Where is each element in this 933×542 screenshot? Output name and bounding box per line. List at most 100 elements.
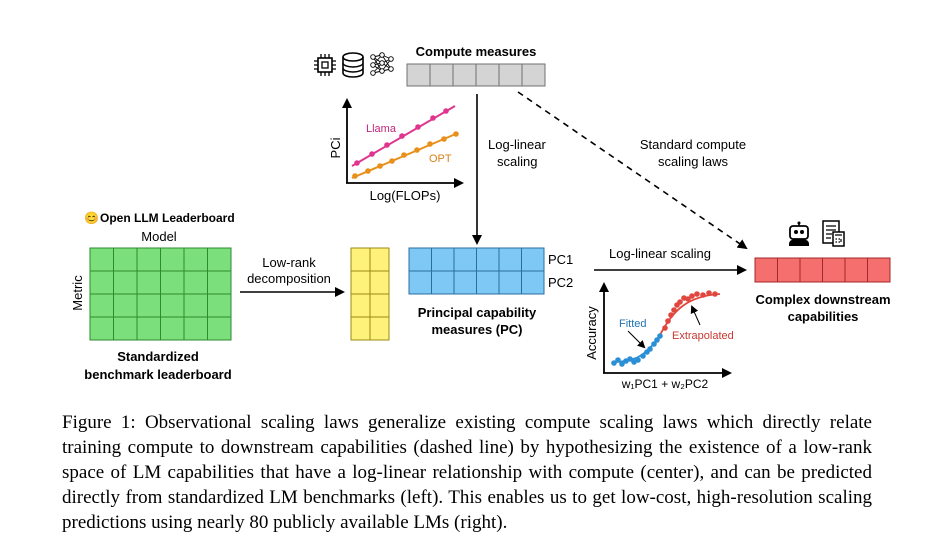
model-label: Model bbox=[141, 229, 177, 244]
leaderboard-emoji: 😊 bbox=[84, 211, 99, 225]
opt-point bbox=[365, 168, 371, 174]
downstream-cell bbox=[777, 257, 801, 283]
leaderboard-cell bbox=[207, 293, 232, 318]
log-linear-scaling-horizontal: Log-linear scaling bbox=[609, 246, 711, 261]
fitted-points bbox=[611, 333, 663, 367]
pci-plot-xlabel: Log(FLOPs) bbox=[370, 188, 441, 203]
leaderboard-cell bbox=[113, 293, 138, 318]
opt-point bbox=[441, 136, 447, 142]
llama-point bbox=[354, 160, 360, 166]
extrapolated-point bbox=[700, 292, 706, 298]
leaderboard-cell bbox=[89, 270, 114, 295]
fitted-point bbox=[619, 361, 625, 367]
opt-point bbox=[352, 173, 358, 179]
yellow-cell bbox=[350, 270, 371, 295]
extrapolated-point bbox=[665, 318, 671, 324]
figure-diagram: Compute measures PCi Log(FLOPs) Llama OP… bbox=[70, 44, 891, 391]
fitted-point bbox=[627, 356, 633, 362]
accuracy-plot-xlabel: w₁PC1 + w₂PC2 bbox=[621, 377, 709, 391]
llama-point bbox=[415, 124, 421, 130]
llama-point bbox=[430, 115, 436, 121]
opt-point bbox=[377, 163, 383, 169]
pc-cell bbox=[408, 247, 432, 272]
extrapolated-point bbox=[706, 290, 712, 296]
leaderboard-cell bbox=[207, 247, 232, 272]
leaderboard-cell bbox=[160, 270, 185, 295]
log-linear-scaling-label-2: scaling bbox=[497, 154, 537, 169]
leaderboard-cell bbox=[136, 293, 161, 318]
extrapolated-point bbox=[668, 312, 674, 318]
llama-points bbox=[354, 108, 449, 166]
fitted-point bbox=[657, 333, 663, 339]
extrapolated-point bbox=[662, 325, 668, 331]
pc-cell bbox=[521, 270, 545, 295]
downstream-caption-1: Complex downstream bbox=[755, 292, 890, 307]
pc2-label: PC2 bbox=[548, 275, 573, 290]
pc-cell bbox=[408, 270, 432, 295]
downstream-cell bbox=[844, 257, 868, 283]
database-icon bbox=[342, 52, 364, 78]
leaderboard-caption-2: benchmark leaderboard bbox=[84, 367, 231, 382]
pc-matrix bbox=[408, 247, 545, 295]
opt-point bbox=[453, 131, 459, 137]
extrapolated-point bbox=[685, 296, 691, 302]
accuracy-plot-ylabel: Accuracy bbox=[584, 306, 599, 360]
leaderboard-matrix bbox=[89, 247, 232, 341]
log-linear-scaling-label-1: Log-linear bbox=[488, 137, 546, 152]
leaderboard-cell bbox=[136, 316, 161, 341]
fitted-label: Fitted bbox=[619, 318, 647, 330]
compute-cell bbox=[406, 63, 431, 87]
opt-points bbox=[352, 131, 459, 179]
leaderboard-cell bbox=[113, 270, 138, 295]
fitted-point bbox=[654, 337, 660, 343]
cpu-chip-icon bbox=[314, 54, 336, 76]
pc1-label: PC1 bbox=[548, 252, 573, 267]
extrapolated-point bbox=[677, 299, 683, 305]
fitted-point bbox=[647, 346, 653, 352]
extrapolated-label: Extrapolated bbox=[672, 330, 734, 342]
fitted-pointer bbox=[627, 330, 646, 349]
pc-cell bbox=[431, 270, 455, 295]
accuracy-plot: Accuracy w₁PC1 + w₂PC2 Fitted Extrapolat… bbox=[584, 282, 734, 391]
yellow-cell bbox=[369, 293, 390, 318]
yellow-matrix bbox=[350, 247, 390, 341]
leaderboard-cell bbox=[183, 270, 208, 295]
pc-caption-1: Principal capability bbox=[418, 305, 537, 320]
llama-label: Llama bbox=[366, 123, 397, 135]
llama-point bbox=[384, 142, 390, 148]
downstream-cell bbox=[867, 257, 891, 283]
extrapolated-point bbox=[694, 291, 700, 297]
extrapolated-point bbox=[671, 307, 677, 313]
extrapolated-points bbox=[662, 290, 718, 331]
leaderboard-cell bbox=[207, 270, 232, 295]
yellow-cell bbox=[369, 270, 390, 295]
opt-point bbox=[414, 147, 420, 153]
leaderboard-cell bbox=[183, 247, 208, 272]
pc-cell bbox=[521, 247, 545, 272]
pc-cell bbox=[476, 247, 500, 272]
opt-point bbox=[427, 141, 433, 147]
leaderboard-cell bbox=[160, 316, 185, 341]
pc-caption-2: measures (PC) bbox=[431, 322, 522, 337]
compute-measures-row bbox=[406, 63, 546, 87]
standard-compute-label-1: Standard compute bbox=[640, 137, 746, 152]
yellow-cell bbox=[369, 316, 390, 341]
llama-point bbox=[369, 151, 375, 157]
fitted-point bbox=[651, 341, 657, 347]
extrapolated-point bbox=[712, 291, 718, 297]
pc-cell bbox=[431, 247, 455, 272]
fitted-point bbox=[640, 353, 646, 359]
llama-point bbox=[443, 108, 449, 114]
leaderboard-cell bbox=[136, 247, 161, 272]
pci-plot-ylabel: PCi bbox=[328, 137, 343, 158]
downstream-row bbox=[754, 257, 891, 283]
fitted-point bbox=[615, 357, 621, 363]
pc-cell bbox=[498, 247, 522, 272]
low-rank-label-2: decomposition bbox=[247, 271, 331, 286]
opt-point bbox=[389, 158, 395, 164]
leaderboard-cell bbox=[207, 316, 232, 341]
opt-label: OPT bbox=[429, 153, 452, 165]
yellow-cell bbox=[350, 293, 371, 318]
yellow-cell bbox=[369, 247, 390, 272]
low-rank-label-1: Low-rank bbox=[262, 255, 316, 270]
